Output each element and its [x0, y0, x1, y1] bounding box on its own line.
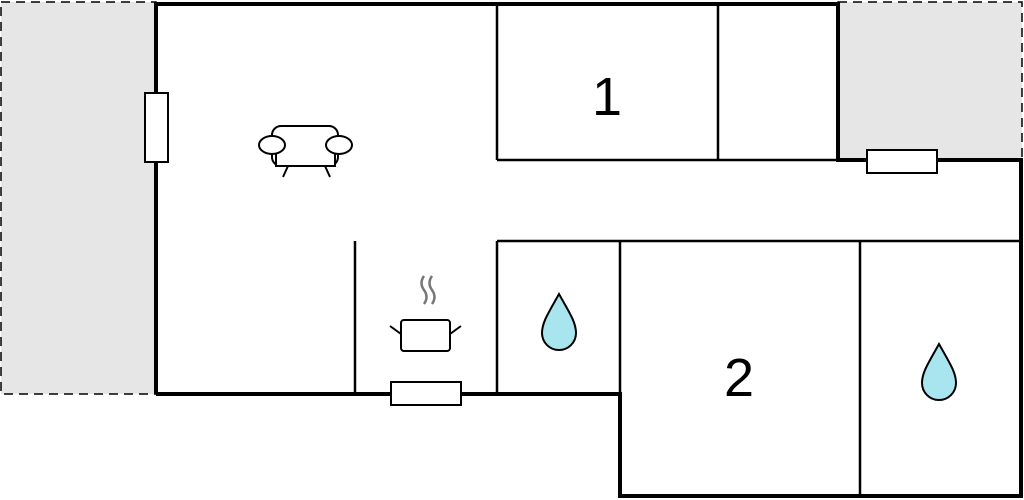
exterior-walls — [154, 2, 1023, 498]
interior-walls — [353, 4, 1021, 496]
cooking-pot-icon — [389, 275, 462, 352]
window-left — [144, 92, 169, 163]
window-right — [866, 149, 938, 174]
sofa-icon — [258, 125, 353, 178]
water-drop-icon-bath-2 — [920, 341, 958, 401]
window-bottom — [390, 381, 462, 406]
water-drop-icon-bath-1 — [540, 291, 578, 351]
terrace-left — [0, 1, 157, 395]
room-label-2: 2 — [724, 348, 754, 408]
room-label-1: 1 — [592, 67, 622, 127]
terrace-right — [837, 1, 1023, 161]
floor-area — [156, 4, 1021, 496]
